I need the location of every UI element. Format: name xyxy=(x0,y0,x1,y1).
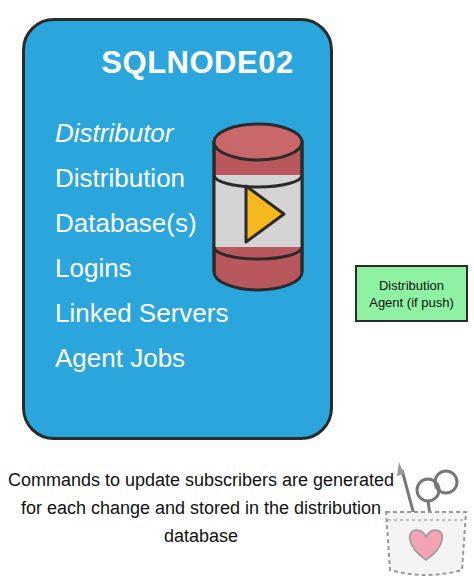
role-item: Agent Jobs xyxy=(55,336,240,381)
agent-label: Distribution Agent (if push) xyxy=(363,277,460,311)
pocket-icon xyxy=(386,462,466,575)
role-item: Logins xyxy=(55,246,240,291)
database-icon xyxy=(214,124,302,290)
role-item: Distribution Database(s) xyxy=(55,156,240,246)
agent-label-box: Distribution Agent (if push) xyxy=(355,265,468,322)
server-name: SQLNODE02 xyxy=(55,45,340,81)
role-item: Distributor xyxy=(55,111,240,156)
caption: Commands to update subscribers are gener… xyxy=(0,466,402,550)
role-item: Linked Servers xyxy=(55,291,240,336)
